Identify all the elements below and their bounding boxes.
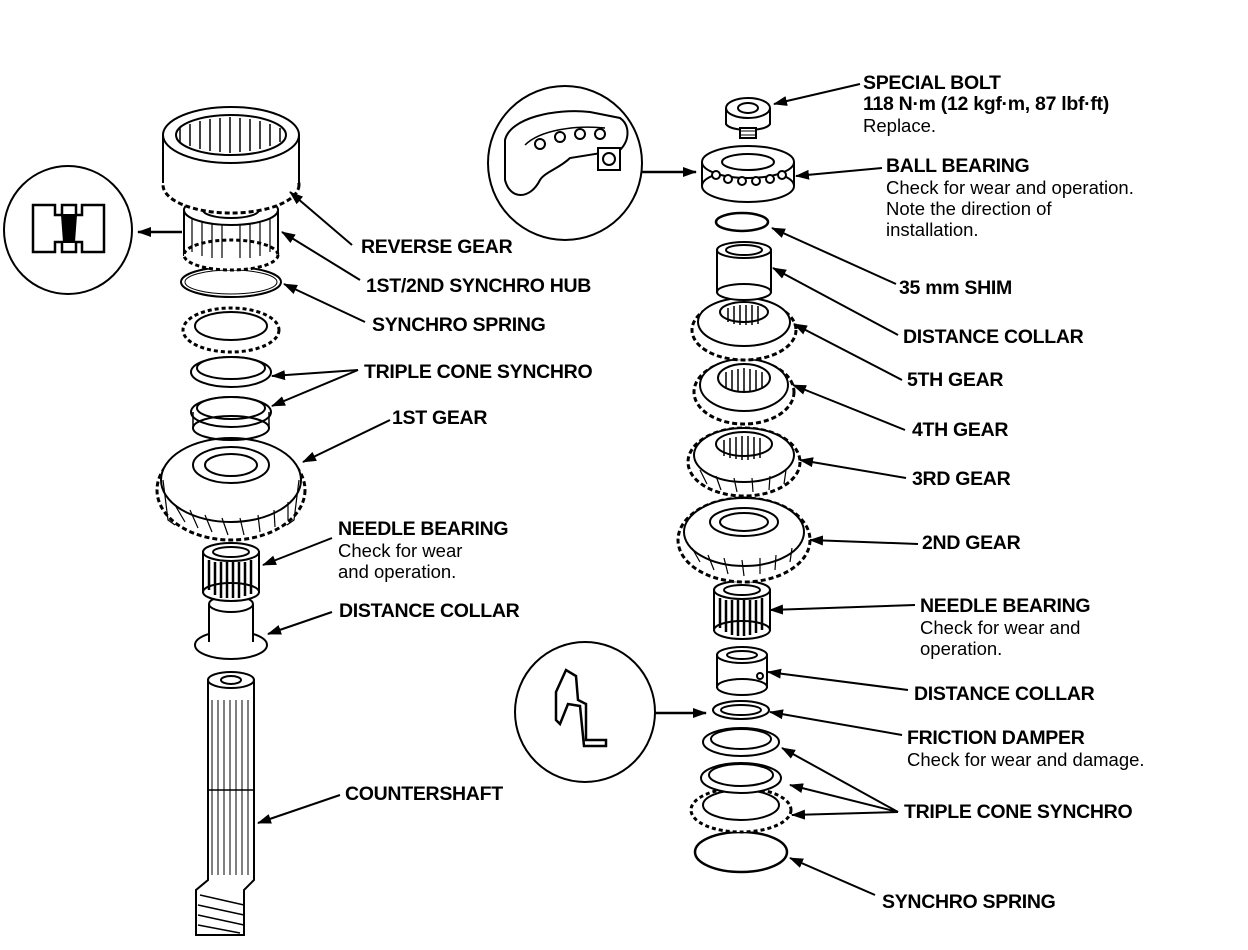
third-gear-part xyxy=(686,426,802,498)
synchro-hub-label: 1ST/2ND SYNCHRO HUB xyxy=(366,276,591,297)
special-bolt-torque: 118 N·m (12 kgf·m, 87 lbf·ft) xyxy=(863,93,1109,115)
right-triple-cone-synchro-title: TRIPLE CONE SYNCHRO xyxy=(904,801,1133,823)
first-gear-label: 1ST GEAR xyxy=(392,408,487,429)
ball-bearing-note-3: installation. xyxy=(886,219,979,240)
ball-bearing-note-2: Note the direction of xyxy=(886,198,1052,219)
upper-distance-collar-title: DISTANCE COLLAR xyxy=(903,326,1084,348)
synchro-spring-title: SYNCHRO SPRING xyxy=(372,314,546,336)
needle-bearing-part xyxy=(202,542,260,602)
right-triple-cone-synchro-label: TRIPLE CONE SYNCHRO xyxy=(904,801,1133,823)
reverse-gear-part xyxy=(161,106,301,215)
right-needle-bearing-label: NEEDLE BEARING Check for wear and operat… xyxy=(920,595,1091,660)
fourth-gear-part xyxy=(692,358,796,426)
fourth-gear-label: 4TH GEAR xyxy=(912,419,1009,441)
left-countershaft-assembly xyxy=(3,106,307,936)
distance-collar-title: DISTANCE COLLAR xyxy=(339,600,520,622)
synchro-ring-part xyxy=(181,306,281,354)
first-gear-title: 1ST GEAR xyxy=(392,407,488,429)
reverse-gear-label: REVERSE GEAR xyxy=(361,236,513,258)
needle-bearing-title: NEEDLE BEARING xyxy=(338,518,509,540)
right-leader-lines xyxy=(767,83,919,896)
triple-cone-synchro-label: TRIPLE CONE SYNCHRO xyxy=(364,361,593,383)
countershaft-label: COUNTERSHAFT xyxy=(345,784,503,805)
needle-bearing-note-2: and operation. xyxy=(338,561,457,582)
distance-collar-part xyxy=(194,595,268,660)
lower-distance-collar-title: DISTANCE COLLAR xyxy=(914,683,1095,705)
countershaft-title: COUNTERSHAFT xyxy=(345,783,503,805)
friction-damper-title: FRICTION DAMPER xyxy=(907,727,1085,749)
needle-bearing-note-1: Check for wear xyxy=(338,540,463,561)
left-leader-lines xyxy=(257,191,391,824)
second-gear-title: 2ND GEAR xyxy=(922,532,1021,554)
right-synchro-spring-label: SYNCHRO SPRING xyxy=(882,892,1056,913)
right-synchro-spring-title: SYNCHRO SPRING xyxy=(882,891,1056,913)
special-bolt-note: Replace. xyxy=(863,115,937,136)
third-gear-title: 3RD GEAR xyxy=(912,468,1011,490)
right-triple-cone-synchro-part xyxy=(689,727,793,834)
right-needle-bearing-note-2: operation. xyxy=(920,638,1003,659)
fifth-gear-label: 5TH GEAR xyxy=(907,369,1004,391)
needle-bearing-label: NEEDLE BEARING Check for wear and operat… xyxy=(338,518,509,583)
right-needle-bearing-part xyxy=(713,580,771,640)
shim-part xyxy=(714,211,770,233)
synchro-hub-title: 1ST/2ND SYNCHRO HUB xyxy=(366,275,592,297)
right-mainshaft-assembly xyxy=(487,85,812,874)
ball-bearing-note-1: Check for wear and operation. xyxy=(886,177,1134,198)
friction-damper-label: FRICTION DAMPER Check for wear and damag… xyxy=(907,727,1145,771)
friction-damper-part xyxy=(712,700,770,720)
countershaft-part xyxy=(195,671,255,936)
lower-distance-collar-label: DISTANCE COLLAR xyxy=(914,683,1095,705)
distance-collar-label: DISTANCE COLLAR xyxy=(339,600,520,622)
upper-distance-collar-part xyxy=(716,241,772,301)
ball-bearing-label: BALL BEARING Check for wear and operatio… xyxy=(886,155,1134,241)
synchro-spring-label: SYNCHRO SPRING xyxy=(372,315,546,336)
triple-cone-synchro-part xyxy=(190,356,272,441)
shim-label: 35 mm SHIM xyxy=(899,278,1012,299)
hub-detail-callout xyxy=(3,165,182,295)
triple-cone-synchro-title: TRIPLE CONE SYNCHRO xyxy=(364,361,593,383)
lower-distance-collar-part xyxy=(716,646,768,696)
second-gear-part xyxy=(676,496,812,584)
fifth-gear-part xyxy=(690,297,798,362)
fifth-gear-title: 5TH GEAR xyxy=(907,369,1004,391)
special-bolt-label: SPECIAL BOLT 118 N·m (12 kgf·m, 87 lbf·f… xyxy=(863,72,1109,137)
right-needle-bearing-title: NEEDLE BEARING xyxy=(920,595,1091,617)
upper-distance-collar-label: DISTANCE COLLAR xyxy=(903,326,1084,348)
ball-bearing-title: BALL BEARING xyxy=(886,155,1030,177)
special-bolt-part xyxy=(725,97,771,139)
damper-detail-callout xyxy=(514,641,707,783)
friction-damper-note: Check for wear and damage. xyxy=(907,749,1145,770)
bearing-detail-callout xyxy=(487,85,697,241)
fourth-gear-title: 4TH GEAR xyxy=(912,419,1009,441)
ball-bearing-part xyxy=(701,145,795,203)
third-gear-label: 3RD GEAR xyxy=(912,468,1011,490)
second-gear-label: 2ND GEAR xyxy=(922,532,1021,554)
right-synchro-spring-part xyxy=(693,830,789,874)
right-needle-bearing-note-1: Check for wear and xyxy=(920,617,1081,638)
special-bolt-title: SPECIAL BOLT xyxy=(863,72,1001,94)
reverse-gear-title: REVERSE GEAR xyxy=(361,236,513,258)
first-gear-part xyxy=(155,437,307,542)
shim-title: 35 mm SHIM xyxy=(899,277,1012,299)
